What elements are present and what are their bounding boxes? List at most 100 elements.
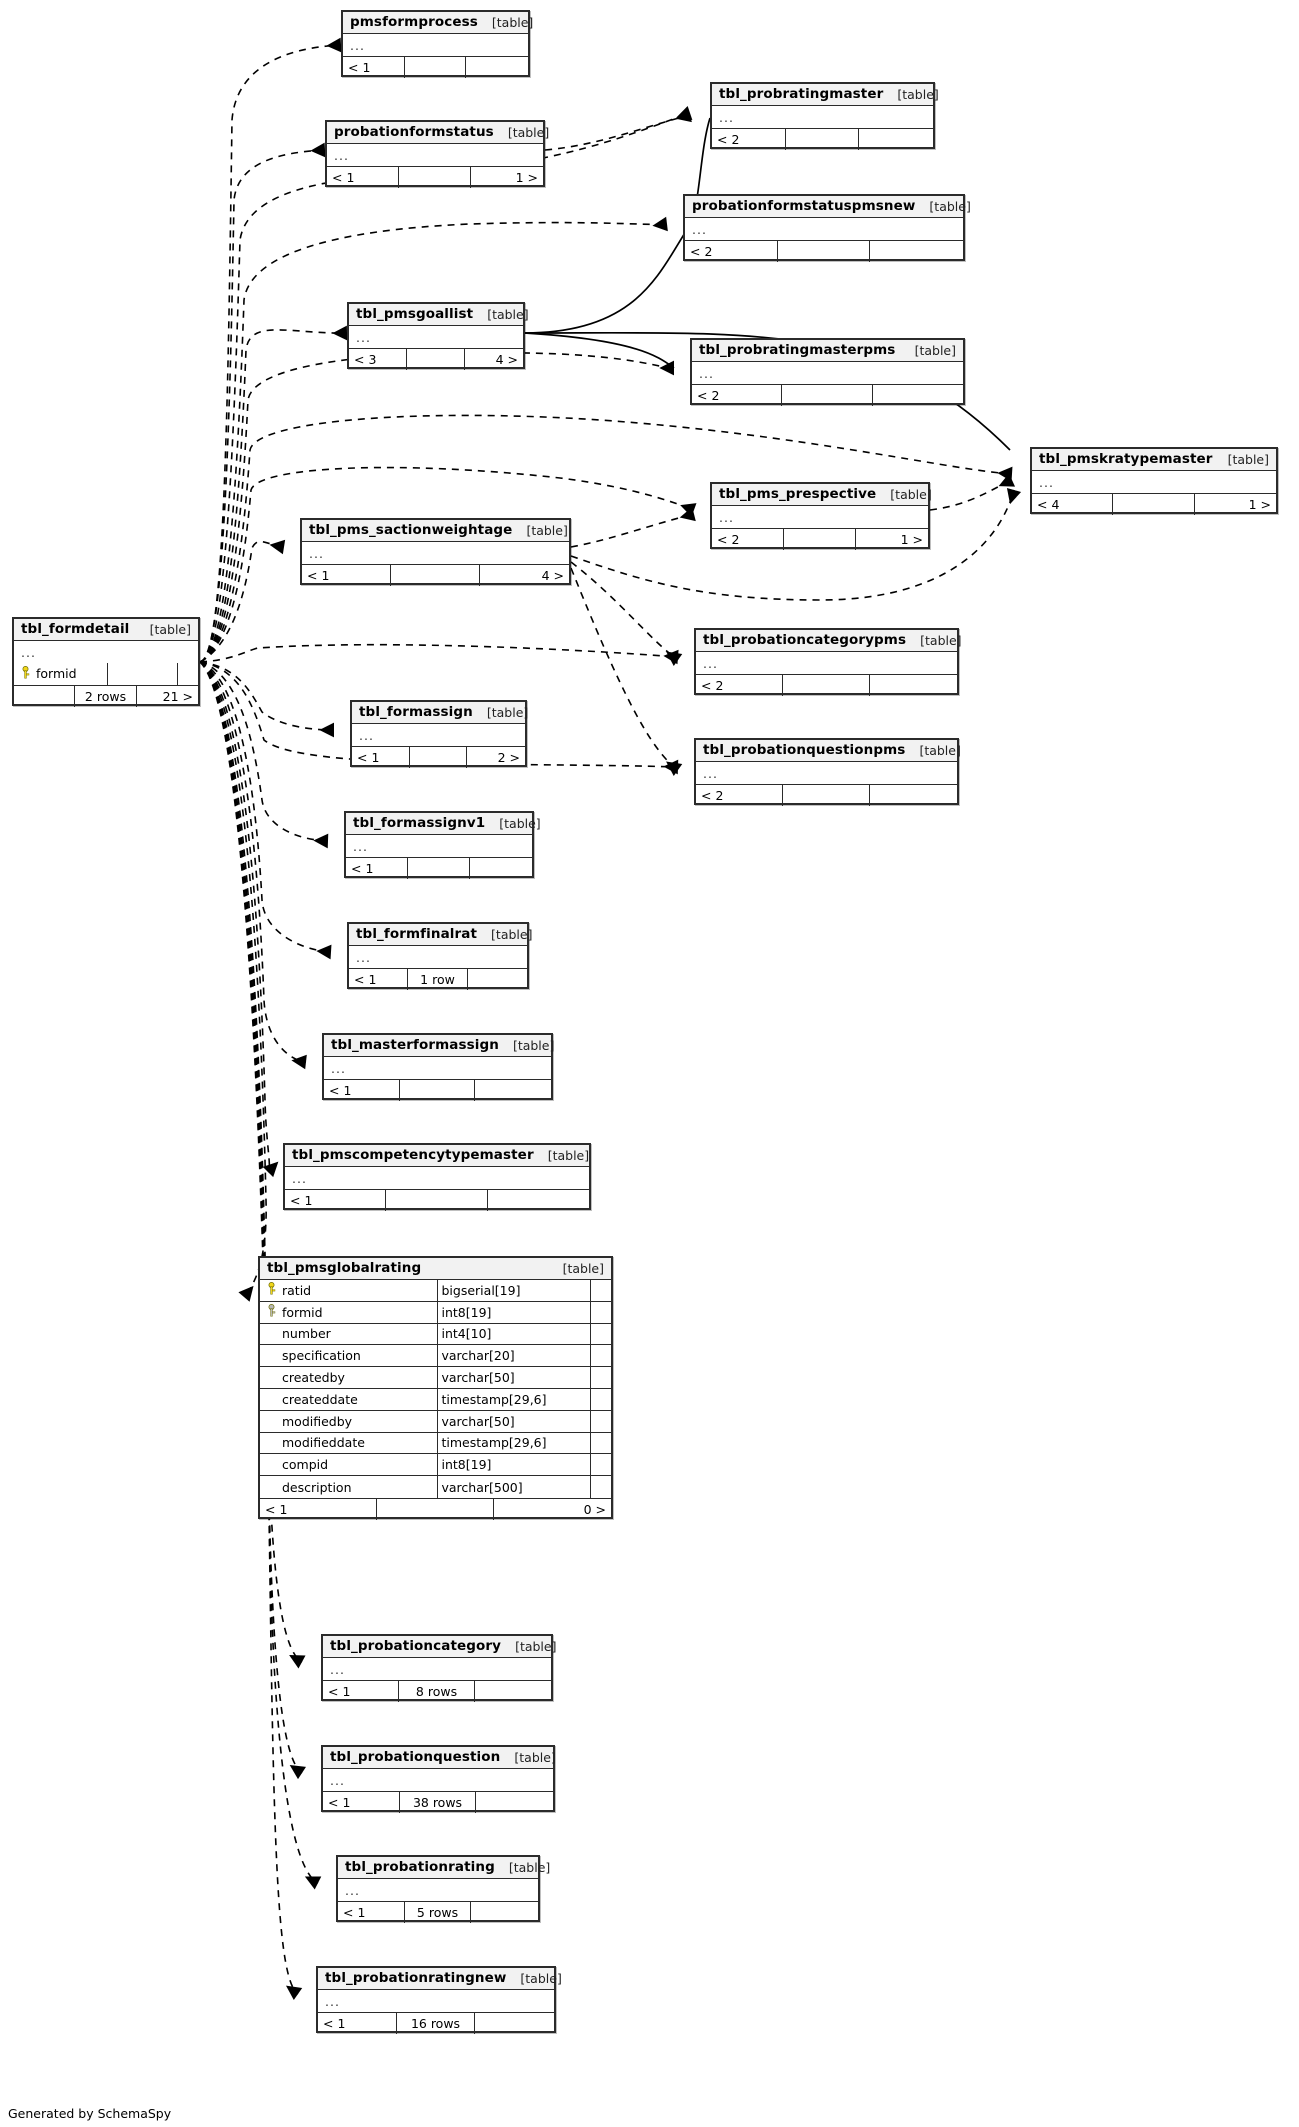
column-type-label <box>108 663 178 685</box>
table-name-label: pmsformprocess <box>350 14 478 30</box>
foreign-key-icon <box>267 1304 276 1320</box>
table-node-title[interactable]: tbl_probationcategorypms[table] <box>696 630 962 652</box>
column-trailing-pad <box>591 1433 611 1454</box>
row-count-label <box>1113 494 1195 515</box>
row-count-label: 2 rows <box>75 685 137 707</box>
table-node-title[interactable]: pmsformprocess[table] <box>343 12 533 34</box>
table-node-title[interactable]: tbl_pmscompetencytypemaster[table] <box>285 1145 589 1167</box>
table-name-label: tbl_formdetail <box>21 621 130 637</box>
row-count-label <box>399 167 471 188</box>
table-node-body: ... <box>338 1879 538 1902</box>
table-node-title[interactable]: tbl_formfinalrat[table] <box>349 924 532 946</box>
table-node-tbl_probationcategorypms[interactable]: tbl_probationcategorypms[table]...< 2 <box>694 628 962 696</box>
outgoing-relationship-count: 1 > <box>515 170 538 185</box>
table-name-label: tbl_probationrating <box>345 1859 495 1875</box>
table-node-title[interactable]: tbl_pms_prespective[table] <box>712 484 932 506</box>
table-column-row[interactable]: modifieddate timestamp[29,6] <box>260 1432 611 1455</box>
table-node-body: ... <box>1032 471 1276 494</box>
table-node-title[interactable]: tbl_probratingmasterpms[table] <box>692 340 963 362</box>
columns-collapsed-ellipsis: ... <box>292 1170 307 1186</box>
column-trailing-pad <box>591 1389 611 1410</box>
table-node-body: ... <box>692 362 963 385</box>
table-node-title[interactable]: tbl_probationratingnew[table] <box>318 1968 562 1990</box>
table-node-pmsformprocess[interactable]: pmsformprocess[table]...< 1 <box>341 10 533 78</box>
table-node-title[interactable]: tbl_probationquestionpms[table] <box>696 740 961 762</box>
table-node-body: ... <box>696 762 957 785</box>
table-node-body: ... <box>343 34 528 57</box>
table-type-tag: [table] <box>499 815 541 831</box>
columns-collapsed-ellipsis: ... <box>330 1661 345 1677</box>
table-node-title[interactable]: tbl_pmsgoallist[table] <box>349 304 529 326</box>
table-footer: < 1 <box>346 858 532 879</box>
incoming-relationship-count: < 1 <box>260 1498 377 1520</box>
table-node-tbl_probratingmaster[interactable]: tbl_probratingmaster[table]...< 2 <box>710 82 939 150</box>
table-node-title[interactable]: tbl_probratingmaster[table] <box>712 84 939 106</box>
table-node-title[interactable]: probationformstatus[table] <box>327 122 549 144</box>
column-name-label: modifieddate <box>282 1435 365 1451</box>
table-node-title[interactable]: probationformstatuspmsnew[table] <box>685 196 971 218</box>
table-node-title[interactable]: tbl_pmsglobalrating[table] <box>260 1258 611 1280</box>
table-node-tbl_probationquestionpms[interactable]: tbl_probationquestionpms[table]...< 2 <box>694 738 961 806</box>
table-type-tag: [table] <box>890 486 932 502</box>
table-footer: < 1 <box>285 1190 589 1211</box>
table-node-tbl_probratingmasterpms[interactable]: tbl_probratingmasterpms[table]...< 2 <box>690 338 965 406</box>
table-node-title[interactable]: tbl_pms_sactionweightage[table] <box>302 520 569 542</box>
column-type-label: timestamp[29,6] <box>438 1432 591 1454</box>
table-node-tbl_masterformassign[interactable]: tbl_masterformassign[table]...< 1 <box>322 1033 554 1101</box>
table-column-row[interactable]: formid <box>14 663 198 685</box>
table-node-title[interactable]: tbl_probationquestion[table] <box>323 1747 556 1769</box>
table-name-label: tbl_formassign <box>359 704 473 720</box>
outgoing-relationship-count <box>870 675 957 696</box>
table-type-tag: [table] <box>507 124 550 140</box>
table-name-label: tbl_masterformassign <box>331 1037 499 1053</box>
table-name-label: tbl_probationquestion <box>330 1749 501 1765</box>
table-node-title[interactable]: tbl_pmskratypemaster[table] <box>1032 449 1276 471</box>
table-name-label: tbl_pms_sactionweightage <box>309 522 513 538</box>
columns-collapsed-ellipsis: ... <box>353 838 368 854</box>
outgoing-relationship-count: 21 > <box>162 688 193 704</box>
table-node-title[interactable]: tbl_formassignv1[table] <box>346 813 541 835</box>
table-node-title[interactable]: tbl_probationcategory[table] <box>323 1636 556 1658</box>
outgoing-relationship-count <box>471 1902 538 1923</box>
column-name-cell: modifieddate <box>260 1432 438 1454</box>
column-name-cell: description <box>260 1476 438 1498</box>
table-node-tbl_formassignv1[interactable]: tbl_formassignv1[table]... < 1 <box>344 811 541 879</box>
table-node-probationformstatuspmsnew[interactable]: probationformstatuspmsnew[table]...< 2 <box>683 194 971 262</box>
incoming-relationship-count: < 1 <box>302 565 391 586</box>
table-node-title[interactable]: tbl_masterformassign[table] <box>324 1035 554 1057</box>
outgoing-relationship-count <box>466 57 528 78</box>
table-node-title[interactable]: tbl_formdetail[table] <box>14 619 198 641</box>
row-count-label <box>778 241 871 262</box>
table-node-title[interactable]: tbl_formassign[table] <box>352 702 528 724</box>
table-node-body: ... <box>323 1769 553 1792</box>
table-node-tbl_pmscompetencytypemaster[interactable]: tbl_pmscompetencytypemaster[table]... < 1 <box>283 1143 591 1211</box>
table-node-title[interactable]: tbl_probationrating[table] <box>338 1857 550 1879</box>
